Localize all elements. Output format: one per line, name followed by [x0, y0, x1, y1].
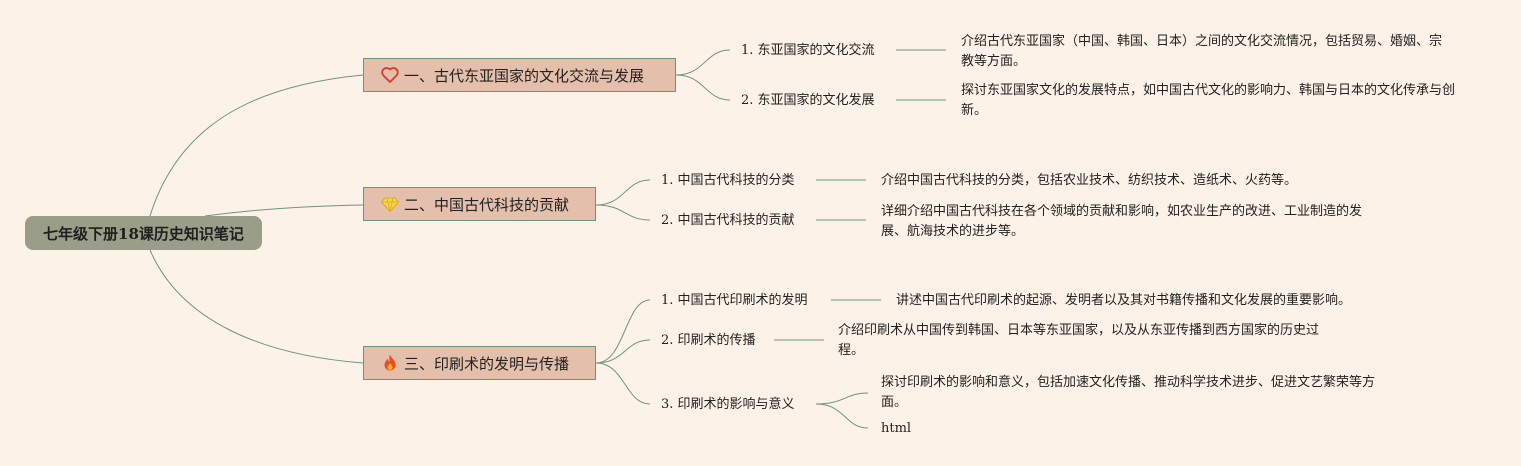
topic-label: 二、中国古代科技的贡献: [404, 195, 570, 214]
note-printing-spread[interactable]: 介绍印刷术从中国传到韩国、日本等东亚国家，以及从东亚传播到西方国家的历史过程。: [838, 323, 1320, 358]
connector-note-7: [815, 392, 869, 405]
subtopic-cultural-development[interactable]: 2. 东亚国家的文化发展: [741, 93, 875, 108]
subtopic-printing-spread[interactable]: 2. 印刷术的传播: [661, 333, 756, 348]
connector-note-8: [815, 403, 869, 429]
topic-label: 一、古代东亚国家的文化交流与发展: [404, 66, 645, 85]
connector-topic-3-sub-2: [595, 339, 651, 364]
note-tech-contribution[interactable]: 详细介绍中国古代科技在各个领域的贡献和影响，如农业生产的改进、工业制造的发展、航…: [881, 204, 1363, 239]
subtopic-tech-contribution[interactable]: 2. 中国古代科技的贡献: [661, 213, 795, 228]
connector-topic-2-sub-2: [595, 204, 651, 221]
topic-label: 三、印刷术的发明与传播: [404, 354, 570, 373]
note-printing-impact[interactable]: 探讨印刷术的影响和意义，包括加速文化传播、推动科学技术进步、促进文艺繁荣等方面。: [881, 375, 1376, 410]
subtopic-cultural-exchange[interactable]: 1. 东亚国家的文化交流: [741, 43, 875, 58]
subtopic-printing-invention[interactable]: 1. 中国古代印刷术的发明: [661, 293, 808, 308]
connector-topic-3-sub-1: [595, 299, 651, 364]
note-cultural-exchange[interactable]: 介绍古代东亚国家（中国、韩国、日本）之间的文化交流情况，包括贸易、婚姻、宗教等方…: [961, 34, 1443, 69]
note-tech-classification[interactable]: 介绍中国古代科技的分类，包括农业技术、纺织技术、造纸术、火药等。: [881, 173, 1298, 188]
fire-icon: [380, 353, 400, 373]
connector-root-topic-1: [149, 74, 364, 217]
topic-printing[interactable]: 三、印刷术的发明与传播: [363, 346, 596, 380]
connector-topic-1-sub-1: [675, 49, 731, 76]
note-printing-invention[interactable]: 讲述中国古代印刷术的起源、发明者以及其对书籍传播和文化发展的重要影响。: [896, 293, 1352, 308]
connector-topic-1-sub-2: [675, 74, 731, 101]
connector-topic-2-sub-1: [595, 179, 651, 206]
connector-root-topic-3: [149, 249, 364, 364]
subtopic-printing-impact[interactable]: 3. 印刷术的影响与意义: [661, 397, 795, 412]
connector-root-topic-2: [204, 204, 364, 217]
note-html[interactable]: html: [881, 421, 912, 436]
diamond-icon: [380, 194, 400, 214]
note-cultural-development[interactable]: 探讨东亚国家文化的发展特点，如中国古代文化的影响力、韩国与日本的文化传承与创新。: [961, 83, 1456, 118]
root-topic[interactable]: 七年级下册18课历史知识笔记: [25, 216, 262, 250]
subtopic-tech-classification[interactable]: 1. 中国古代科技的分类: [661, 173, 795, 188]
heart-icon: [380, 65, 400, 85]
connector-topic-3-sub-3: [595, 362, 651, 405]
topic-ancient-tech[interactable]: 二、中国古代科技的贡献: [363, 187, 596, 221]
topic-cultural-exchange[interactable]: 一、古代东亚国家的文化交流与发展: [363, 58, 676, 92]
